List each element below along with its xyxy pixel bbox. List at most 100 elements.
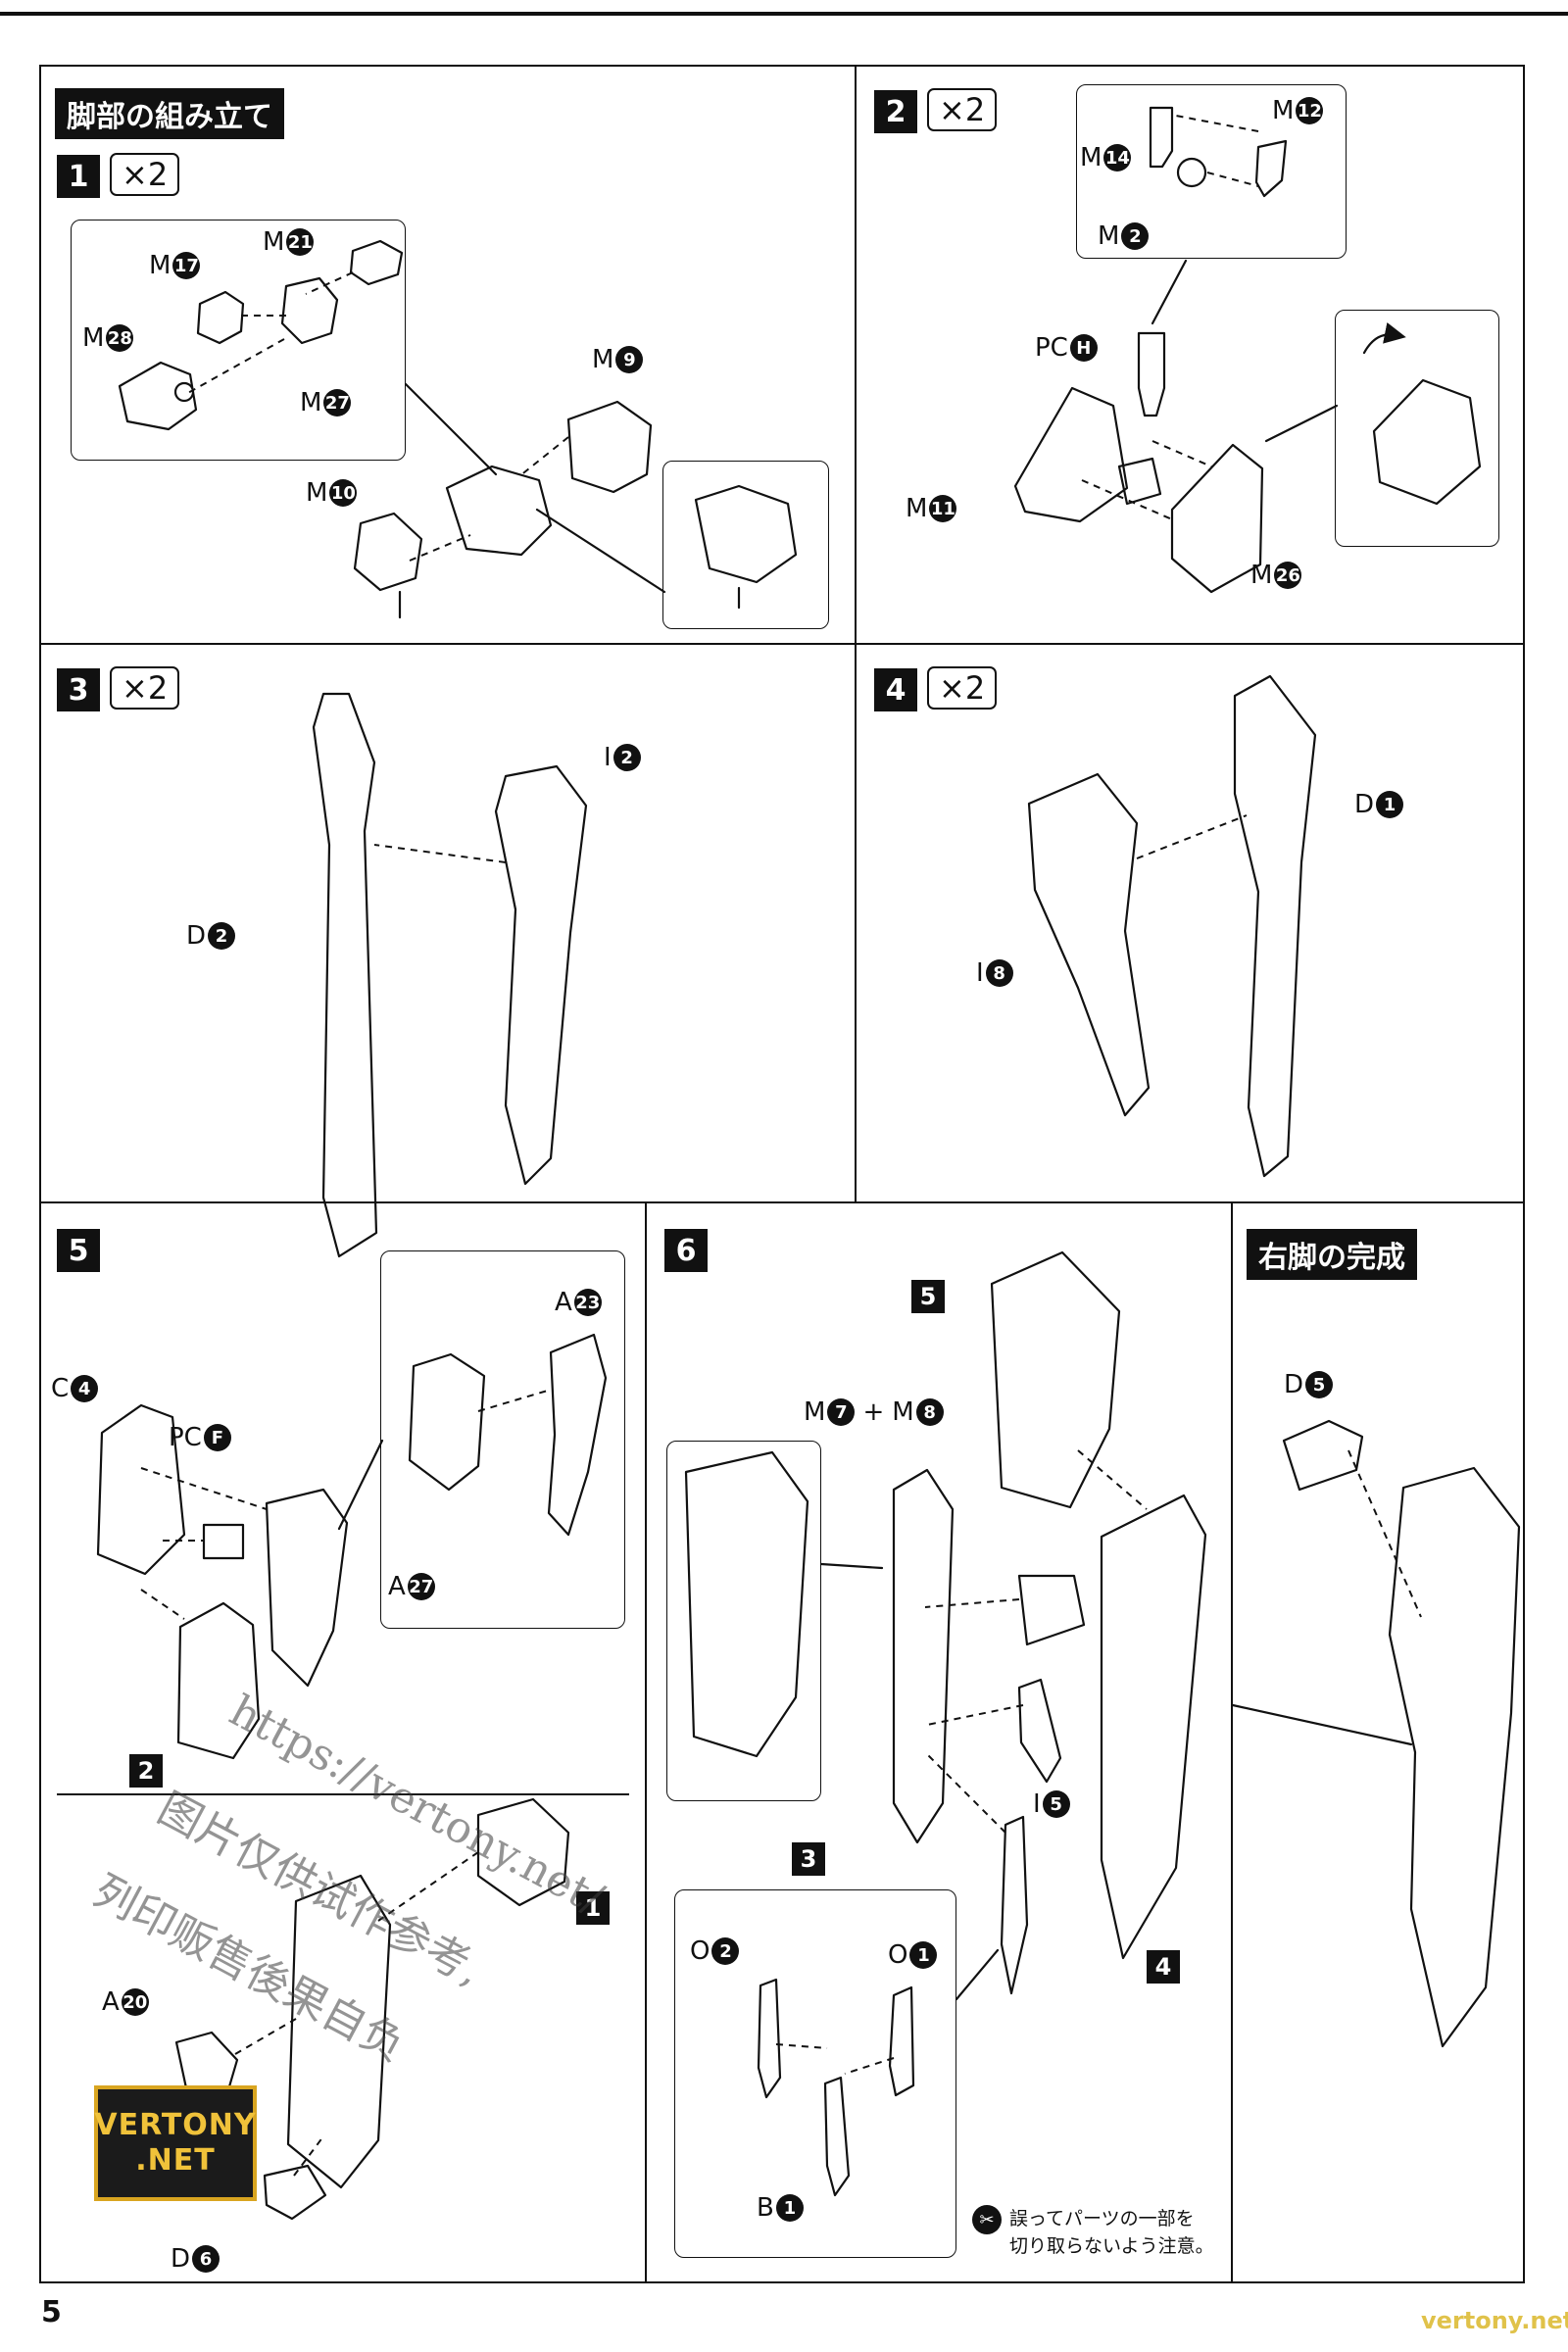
step-1-inset-part-drawing <box>694 484 798 584</box>
watermark-corner-site: vertony.net <box>1421 2307 1568 2334</box>
guide-a20 <box>234 2018 297 2055</box>
step-6-detail-box <box>666 1441 821 1801</box>
knee-joint-drawing <box>476 1797 570 1907</box>
step-5-ref-2: 2 <box>129 1754 163 1788</box>
step-6-ref-4: 4 <box>1147 1950 1180 1984</box>
step-6-ref-3: 3 <box>792 1842 825 1876</box>
step-3-number: 3 <box>57 668 100 711</box>
guide-c4-armor <box>140 1467 268 1510</box>
guide-m11-m26 <box>1081 479 1173 520</box>
step-6-frame-detail-drawing <box>684 1450 809 1758</box>
part-d2-drawing <box>312 692 378 1258</box>
guide-i8-d1 <box>1136 814 1248 859</box>
step-6-ref-5: 5 <box>911 1280 945 1313</box>
part-d1-drawing <box>1233 674 1317 1178</box>
part-m17-drawing <box>196 290 245 345</box>
step-2-rotate-arrow-drawing <box>1362 322 1406 355</box>
caution-note-line2: 切り取らないよう注意。 <box>1009 2235 1214 2257</box>
part-o2-drawing <box>757 1978 782 2099</box>
page-number: 5 <box>41 2295 62 2329</box>
guide-m12-m14 <box>1175 115 1259 132</box>
part-m21-drawing <box>349 239 404 286</box>
part-m11-drawing <box>1013 386 1129 523</box>
step-3-multiplier: ×2 <box>110 666 180 710</box>
hip-assembly-drawing <box>445 465 553 557</box>
guide-d5-leg <box>1348 1449 1422 1618</box>
part-i8-drawing <box>1027 772 1151 1117</box>
caution-icon: ✂ <box>972 2205 1002 2234</box>
step-6-ankle-assembly-drawing <box>990 1250 1121 1509</box>
top-rule <box>0 12 1568 16</box>
guide-pch <box>1152 440 1212 467</box>
guide-foot <box>140 1589 185 1620</box>
step-4-number: 4 <box>874 668 917 711</box>
step-2-inset-box <box>1335 310 1499 547</box>
part-m12-drawing <box>1254 139 1288 198</box>
guide-m21-m27 <box>305 271 354 295</box>
guide-m2-m12 <box>1206 172 1259 187</box>
step-2-inset-part-drawing <box>1372 378 1482 506</box>
guide-m10-hip <box>409 534 471 562</box>
part-m10-drawing <box>353 512 423 592</box>
guide-i5-frame <box>926 1704 1024 1726</box>
step-5-ref-1: 1 <box>576 1891 610 1925</box>
part-m28-peg-drawing <box>173 381 195 403</box>
step-6-frame-drawing <box>892 1468 955 1844</box>
guide-d2-i2 <box>373 844 507 863</box>
completion-callout-line <box>1231 1703 1413 1746</box>
caution-note: ✂ 誤ってパーツの一部を 切り取らないよう注意。 <box>972 2205 1214 2260</box>
step-5-number: 5 <box>57 1229 100 1272</box>
watermark-logo-line1: VERTONY <box>94 2108 257 2142</box>
part-pch-drawing <box>1117 457 1162 506</box>
part-i5-drawing <box>1017 1678 1062 1784</box>
guide-a27-a23 <box>477 1389 552 1412</box>
part-m7-m8-drawing <box>1017 1574 1086 1646</box>
part-d5-drawing <box>1282 1419 1364 1492</box>
step-6-rod-drawing <box>1000 1815 1029 1995</box>
guide-m27-m28 <box>185 338 285 395</box>
step-4-panel <box>855 643 1525 1203</box>
step-6-number: 6 <box>664 1229 708 1272</box>
part-a27-drawing <box>408 1352 486 1492</box>
part-m26-drawing <box>1170 443 1264 594</box>
part-m27-drawing <box>280 276 339 345</box>
step-4-multiplier: ×2 <box>927 666 998 710</box>
part-a23-drawing <box>547 1333 608 1537</box>
shin-armor-drawing <box>1100 1494 1207 1960</box>
part-b1-drawing <box>823 2076 851 2197</box>
part-o1-drawing <box>888 1985 915 2097</box>
step-2-callout-line <box>1151 259 1188 325</box>
guide-o2-b1 <box>775 2043 828 2049</box>
caution-note-line1: 誤ってパーツの一部を <box>1009 2208 1195 2230</box>
part-pcf-drawing <box>202 1523 245 1560</box>
guide-rod-frame <box>926 1753 1006 1834</box>
step-5-divider <box>57 1793 629 1795</box>
step-2-number: 2 <box>874 90 917 133</box>
lower-leg-assembly-drawing <box>286 1874 392 2189</box>
part-c4-drawing <box>96 1403 186 1576</box>
step-1-number: 1 <box>57 155 100 198</box>
part-m2-drawing <box>1176 157 1207 188</box>
step-1-callout-line <box>404 382 498 476</box>
step-2-multiplier: ×2 <box>927 88 998 131</box>
guide-m9-hip <box>518 436 569 477</box>
